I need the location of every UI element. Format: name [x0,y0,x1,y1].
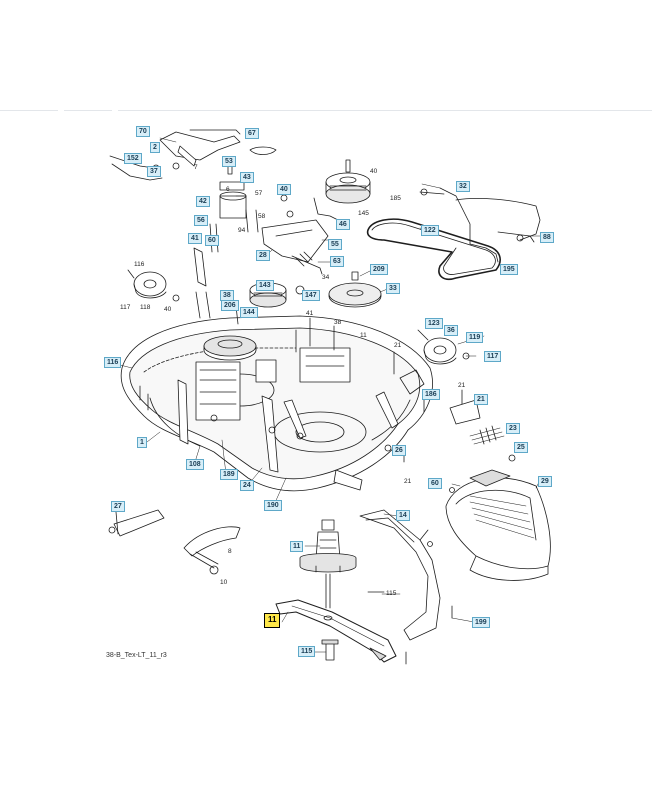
callout-tag: 60 [205,235,219,246]
callout-tag: 14 [396,510,410,521]
callout-tag: 37 [147,166,161,177]
callout-tag: 144 [240,307,258,318]
callout-tag: 33 [386,283,400,294]
part-number: 21 [458,382,466,389]
figure-caption: 38-B_Tex-LT_11_r3 [106,652,167,659]
part-number: 117 [120,304,131,311]
callout-tag: 88 [540,232,554,243]
callout-tag: 119 [466,332,484,343]
part-number: 115 [386,590,397,597]
callout-tag: 36 [444,325,458,336]
part-number: 145 [358,210,369,217]
callout-tag: 189 [220,469,238,480]
part-number: 21 [394,342,402,349]
callout-tag: 199 [472,617,490,628]
callout-tag: 21 [474,394,488,405]
spindle-assembly [299,519,357,609]
callout-tag: 43 [240,172,254,183]
callout-tag: 40 [277,184,291,195]
callout-tag: 123 [425,318,443,329]
callout-tag: 60 [428,478,442,489]
part-number: 21 [404,478,412,485]
top-rule-short [64,110,112,111]
callout-tag: 143 [256,280,274,291]
callout-tag: 116 [104,357,122,368]
callout-tag: 2 [150,142,160,153]
deflector-shield [359,509,453,665]
part-number: 40 [370,168,378,175]
callout-tag: 209 [370,264,388,275]
callout-tag: 186 [422,389,440,400]
callout-tag: 41 [188,233,202,244]
part-number: 40 [164,306,172,313]
belt-guide-rod [419,187,541,263]
idler-bracket [261,194,343,295]
callout-tag: 195 [500,264,518,275]
callout-tag: 190 [264,500,282,511]
callout-tag: 122 [421,225,439,236]
left-lift-arm [108,509,241,575]
part-number: 8 [228,548,232,555]
mower-blade [275,599,397,663]
callout-tag: 108 [186,459,204,470]
callout-tag: 63 [330,256,344,267]
callout-tag: 1 [137,437,147,448]
callout-tag: 55 [328,239,342,250]
callout-tag: 28 [256,250,270,261]
drive-belt [366,218,501,281]
top-rule-right [118,110,652,111]
part-number: 94 [238,227,246,234]
part-number: 185 [390,195,401,202]
callout-tag: 24 [240,480,254,491]
part-number: 34 [322,274,330,281]
part-number: 41 [306,310,314,317]
part-number: 118 [140,304,151,311]
callout-tag: 27 [111,501,125,512]
callout-tag: 26 [392,445,406,456]
top-pulley [325,159,371,204]
deck-brackets [177,379,399,473]
blade-bolt [321,639,339,661]
callout-tag: 46 [336,219,350,230]
callout-tag: 67 [245,128,259,139]
part-number: 6 [226,186,230,193]
part-number: 10 [220,579,228,586]
callout-tag: 117 [484,351,502,362]
callout-tag: 206 [221,300,239,311]
part-number: 38 [334,319,342,326]
callout-tag: 70 [136,126,150,137]
callout-tag: 23 [506,423,520,434]
left-pulley-cover [127,269,180,302]
right-pulley-cover [417,329,470,365]
right-bracket-spring [449,389,516,462]
part-number: 11 [360,332,367,339]
callout-tag: 32 [456,181,470,192]
part-number: 7 [194,164,198,171]
callout-tag: 25 [514,442,528,453]
callout-tag: 147 [302,290,320,301]
part-number: 57 [255,190,263,197]
callout-tag: 53 [222,156,236,167]
highlighted-part-callout[interactable]: 11 [264,613,281,628]
deck-drive-pulley [195,335,351,421]
idler-pulleys [249,271,382,308]
callout-tag: 56 [194,215,208,226]
lift-linkage [109,129,277,319]
callout-tag: 42 [196,196,210,207]
top-rule-left [0,110,58,111]
part-number: 116 [134,261,145,268]
callout-tag: 29 [538,476,552,487]
callout-tag: 115 [298,646,316,657]
callout-tag: 152 [124,153,142,164]
callout-tag: 11 [290,541,304,552]
part-number: 58 [258,213,266,220]
discharge-chute [445,469,551,581]
